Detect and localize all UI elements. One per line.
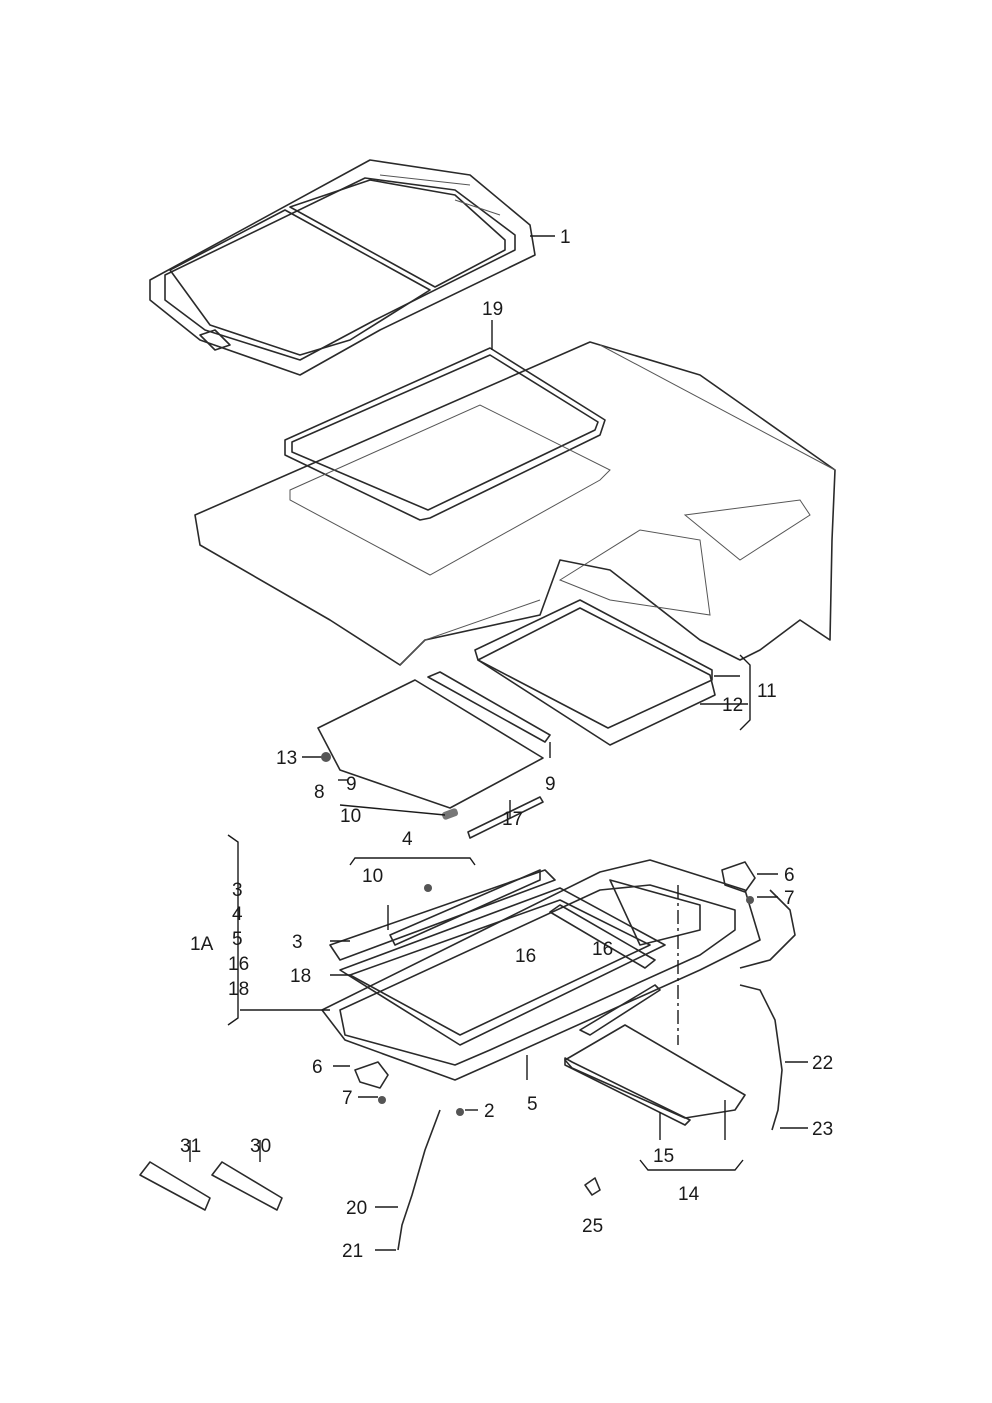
callout-17: 17 xyxy=(502,809,523,830)
callout-25: 25 xyxy=(582,1216,603,1237)
drive-motors xyxy=(354,861,756,1089)
callout-30: 30 xyxy=(250,1136,271,1157)
callout-14: 14 xyxy=(678,1184,700,1205)
group-item-16: 16 xyxy=(228,954,249,975)
group-label-1A: 1A xyxy=(190,934,214,955)
callout-1: 1 xyxy=(560,227,571,248)
group-item-3: 3 xyxy=(232,880,243,901)
callout-labels: 1 19 11 12 13 9 9 8 10 17 4 10 3 16 16 1… xyxy=(180,227,833,1262)
rear-glass-panel xyxy=(474,599,716,746)
callout-4: 4 xyxy=(402,829,413,850)
callout-7a: 7 xyxy=(342,1088,353,1109)
callout-8: 8 xyxy=(314,782,325,803)
callout-18: 18 xyxy=(290,966,311,987)
group-item-18: 18 xyxy=(228,979,249,1000)
callout-16b: 16 xyxy=(592,939,613,960)
callout-9b: 9 xyxy=(545,774,556,795)
sunroof-front-glass xyxy=(169,209,431,356)
callout-16a: 16 xyxy=(515,946,536,967)
part-10-plug xyxy=(441,808,459,820)
fasteners xyxy=(321,752,754,1196)
seal-ring xyxy=(284,347,606,521)
callout-12: 12 xyxy=(722,695,743,716)
car-roof-body xyxy=(194,341,836,666)
callout-23: 23 xyxy=(812,1119,833,1140)
group-item-4: 4 xyxy=(232,904,243,925)
callout-5: 5 xyxy=(527,1094,538,1115)
callout-7b: 7 xyxy=(784,888,795,909)
sunroof-rear-glass xyxy=(289,179,506,288)
callout-10a: 10 xyxy=(340,806,361,827)
callout-11: 11 xyxy=(757,681,777,702)
sealant-tubes xyxy=(139,1161,283,1211)
sun-blind xyxy=(564,1024,746,1126)
sunroof-module xyxy=(149,159,536,376)
callout-10b: 10 xyxy=(362,866,383,887)
callout-13: 13 xyxy=(276,748,297,769)
sunroof-frame xyxy=(321,859,761,1081)
front-glass-panel xyxy=(317,671,551,839)
callout-19: 19 xyxy=(482,299,503,320)
group-item-5: 5 xyxy=(232,929,243,950)
callout-6b: 6 xyxy=(784,865,795,886)
drain-tubes xyxy=(397,889,796,1251)
callout-2: 2 xyxy=(484,1101,495,1122)
callout-22: 22 xyxy=(812,1053,833,1074)
callout-15: 15 xyxy=(653,1146,674,1167)
callout-20: 20 xyxy=(346,1198,367,1219)
callout-3a: 3 xyxy=(292,932,303,953)
callout-21: 21 xyxy=(342,1241,363,1262)
callout-6a: 6 xyxy=(312,1057,323,1078)
callout-9a: 9 xyxy=(346,774,357,795)
callout-31: 31 xyxy=(180,1136,201,1157)
leader-lines xyxy=(189,235,808,1251)
